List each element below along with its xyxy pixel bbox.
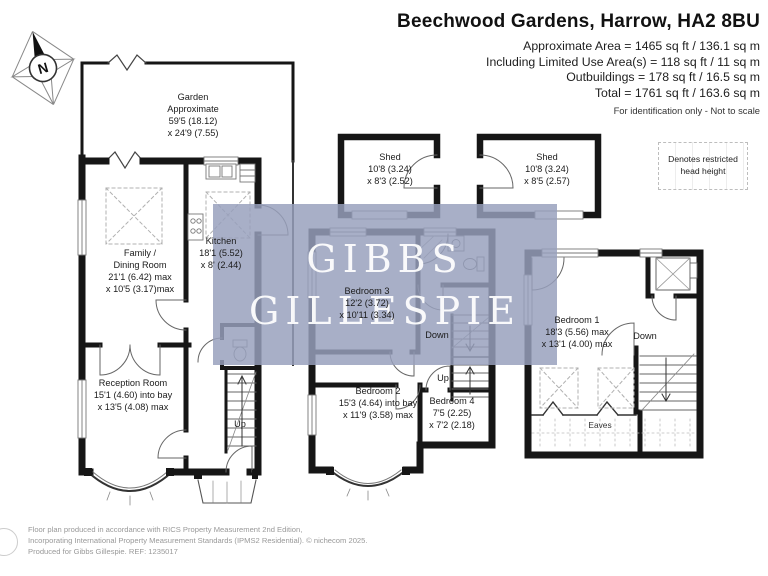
restricted-dashed-box bbox=[539, 367, 635, 409]
header: Beechwood Gardens, Harrow, HA2 8BU Appro… bbox=[397, 11, 760, 116]
dormer-icon bbox=[542, 400, 564, 416]
compass-n: N bbox=[36, 59, 50, 77]
footer-line: Floor plan produced in accordance with R… bbox=[28, 525, 303, 534]
stairs-label-down-first: Down bbox=[425, 330, 449, 340]
shed1-window bbox=[351, 210, 408, 220]
area-line: Outbuildings = 178 sq ft / 16.5 sq m bbox=[566, 70, 760, 85]
disclaimer-text: For identification only - Not to scale bbox=[613, 105, 760, 117]
eaves-label: Eaves bbox=[588, 420, 612, 430]
second-floor-plan bbox=[523, 248, 704, 459]
stairs-up-arrow bbox=[465, 365, 475, 395]
stairs-label-up-first: Up bbox=[437, 373, 449, 383]
footer-line: Incorporating International Property Mea… bbox=[28, 536, 368, 545]
bay-window-bedroom2 bbox=[326, 467, 410, 501]
room-label-shed1: Shed 10'8 (3.24) x 8'3 (2.52) bbox=[367, 152, 413, 186]
first-stairs bbox=[450, 313, 489, 402]
room-label-bedroom1: Bedroom 1 18'3 (5.56) max x 13'1 (4.00) … bbox=[541, 315, 613, 349]
garden-walls bbox=[80, 61, 295, 163]
shed2-window bbox=[534, 210, 584, 220]
room-label-bedroom4: Bedroom 4 7'5 (2.25) x 7'2 (2.18) bbox=[429, 396, 475, 430]
sink-icon bbox=[689, 262, 698, 279]
stairs-label-up-ground: Up bbox=[234, 419, 246, 429]
ground-stairs bbox=[224, 366, 257, 454]
room-label-garden: Garden Approximate 59'5 (18.12) x 24'9 (… bbox=[167, 92, 219, 138]
area-summary: Approximate Area = 1465 sq ft / 136.1 sq… bbox=[397, 39, 760, 101]
legend-restricted-head-height: Denotes restricted head height bbox=[658, 142, 748, 190]
stairs-up-arrow bbox=[237, 374, 247, 447]
kitchen-sink-icon bbox=[205, 163, 237, 180]
room-label-bedroom2: Bedroom 2 15'3 (4.64) into bay x 11'9 (3… bbox=[338, 386, 418, 420]
sink-icon bbox=[447, 235, 465, 252]
bay-window-reception bbox=[84, 468, 174, 506]
footer: Floor plan produced in accordance with R… bbox=[28, 524, 367, 557]
stairs-label-down-second: Down bbox=[633, 331, 657, 341]
footer-line: Produced for Gibbs Gillespie. REF: 12350… bbox=[28, 547, 178, 556]
toilet-icon bbox=[463, 256, 485, 272]
second-exterior-walls bbox=[524, 249, 704, 459]
ground-exterior-walls bbox=[78, 154, 262, 476]
room-label-family-dining: Family / Dining Room 21'1 (6.42) max x 1… bbox=[105, 248, 175, 294]
dormer-icon bbox=[596, 400, 619, 416]
area-line: Including Limited Use Area(s) = 118 sq f… bbox=[486, 54, 760, 69]
stairs-down-arrow bbox=[661, 357, 671, 403]
ground-interior-walls bbox=[79, 158, 192, 475]
compass-circle bbox=[28, 53, 58, 83]
legend-text: Denotes restricted head height bbox=[668, 154, 738, 176]
shed2-door-arc bbox=[479, 154, 514, 189]
garden-break-zigzag bbox=[107, 54, 147, 72]
cooker-icon bbox=[187, 213, 204, 241]
room-label-bedroom3: Bedroom 3 12'2 (3.72) x 10'11 (3.34) bbox=[339, 286, 395, 320]
second-shower-icon bbox=[655, 257, 698, 291]
eaves-line bbox=[531, 400, 637, 416]
room-label-kitchen: Kitchen 18'1 (5.52) x 8' (2.44) bbox=[199, 236, 243, 270]
room-label-shed2: Shed 10'8 (3.24) x 8'5 (2.57) bbox=[524, 152, 570, 186]
fridge-icon bbox=[239, 163, 256, 183]
shed1-door-arc bbox=[403, 154, 438, 189]
room-label-reception: Reception Room 15'1 (4.60) into bay x 13… bbox=[93, 378, 173, 412]
second-interior-walls bbox=[633, 250, 703, 458]
first-floor-plan bbox=[307, 227, 496, 501]
area-line: Total = 1761 sq ft / 163.6 sq m bbox=[594, 85, 760, 100]
porch bbox=[194, 470, 258, 504]
eaves-hatch bbox=[531, 418, 697, 449]
page-title: Beechwood Gardens, Harrow, HA2 8BU bbox=[397, 11, 760, 32]
bathroom-fixtures bbox=[417, 233, 485, 272]
compass-icon: N bbox=[10, 31, 76, 105]
area-line: Approximate Area = 1465 sq ft / 136.1 sq… bbox=[523, 39, 760, 53]
toilet-icon bbox=[232, 339, 248, 362]
second-stairs bbox=[639, 353, 697, 411]
house-top-break-zigzag bbox=[105, 151, 144, 170]
